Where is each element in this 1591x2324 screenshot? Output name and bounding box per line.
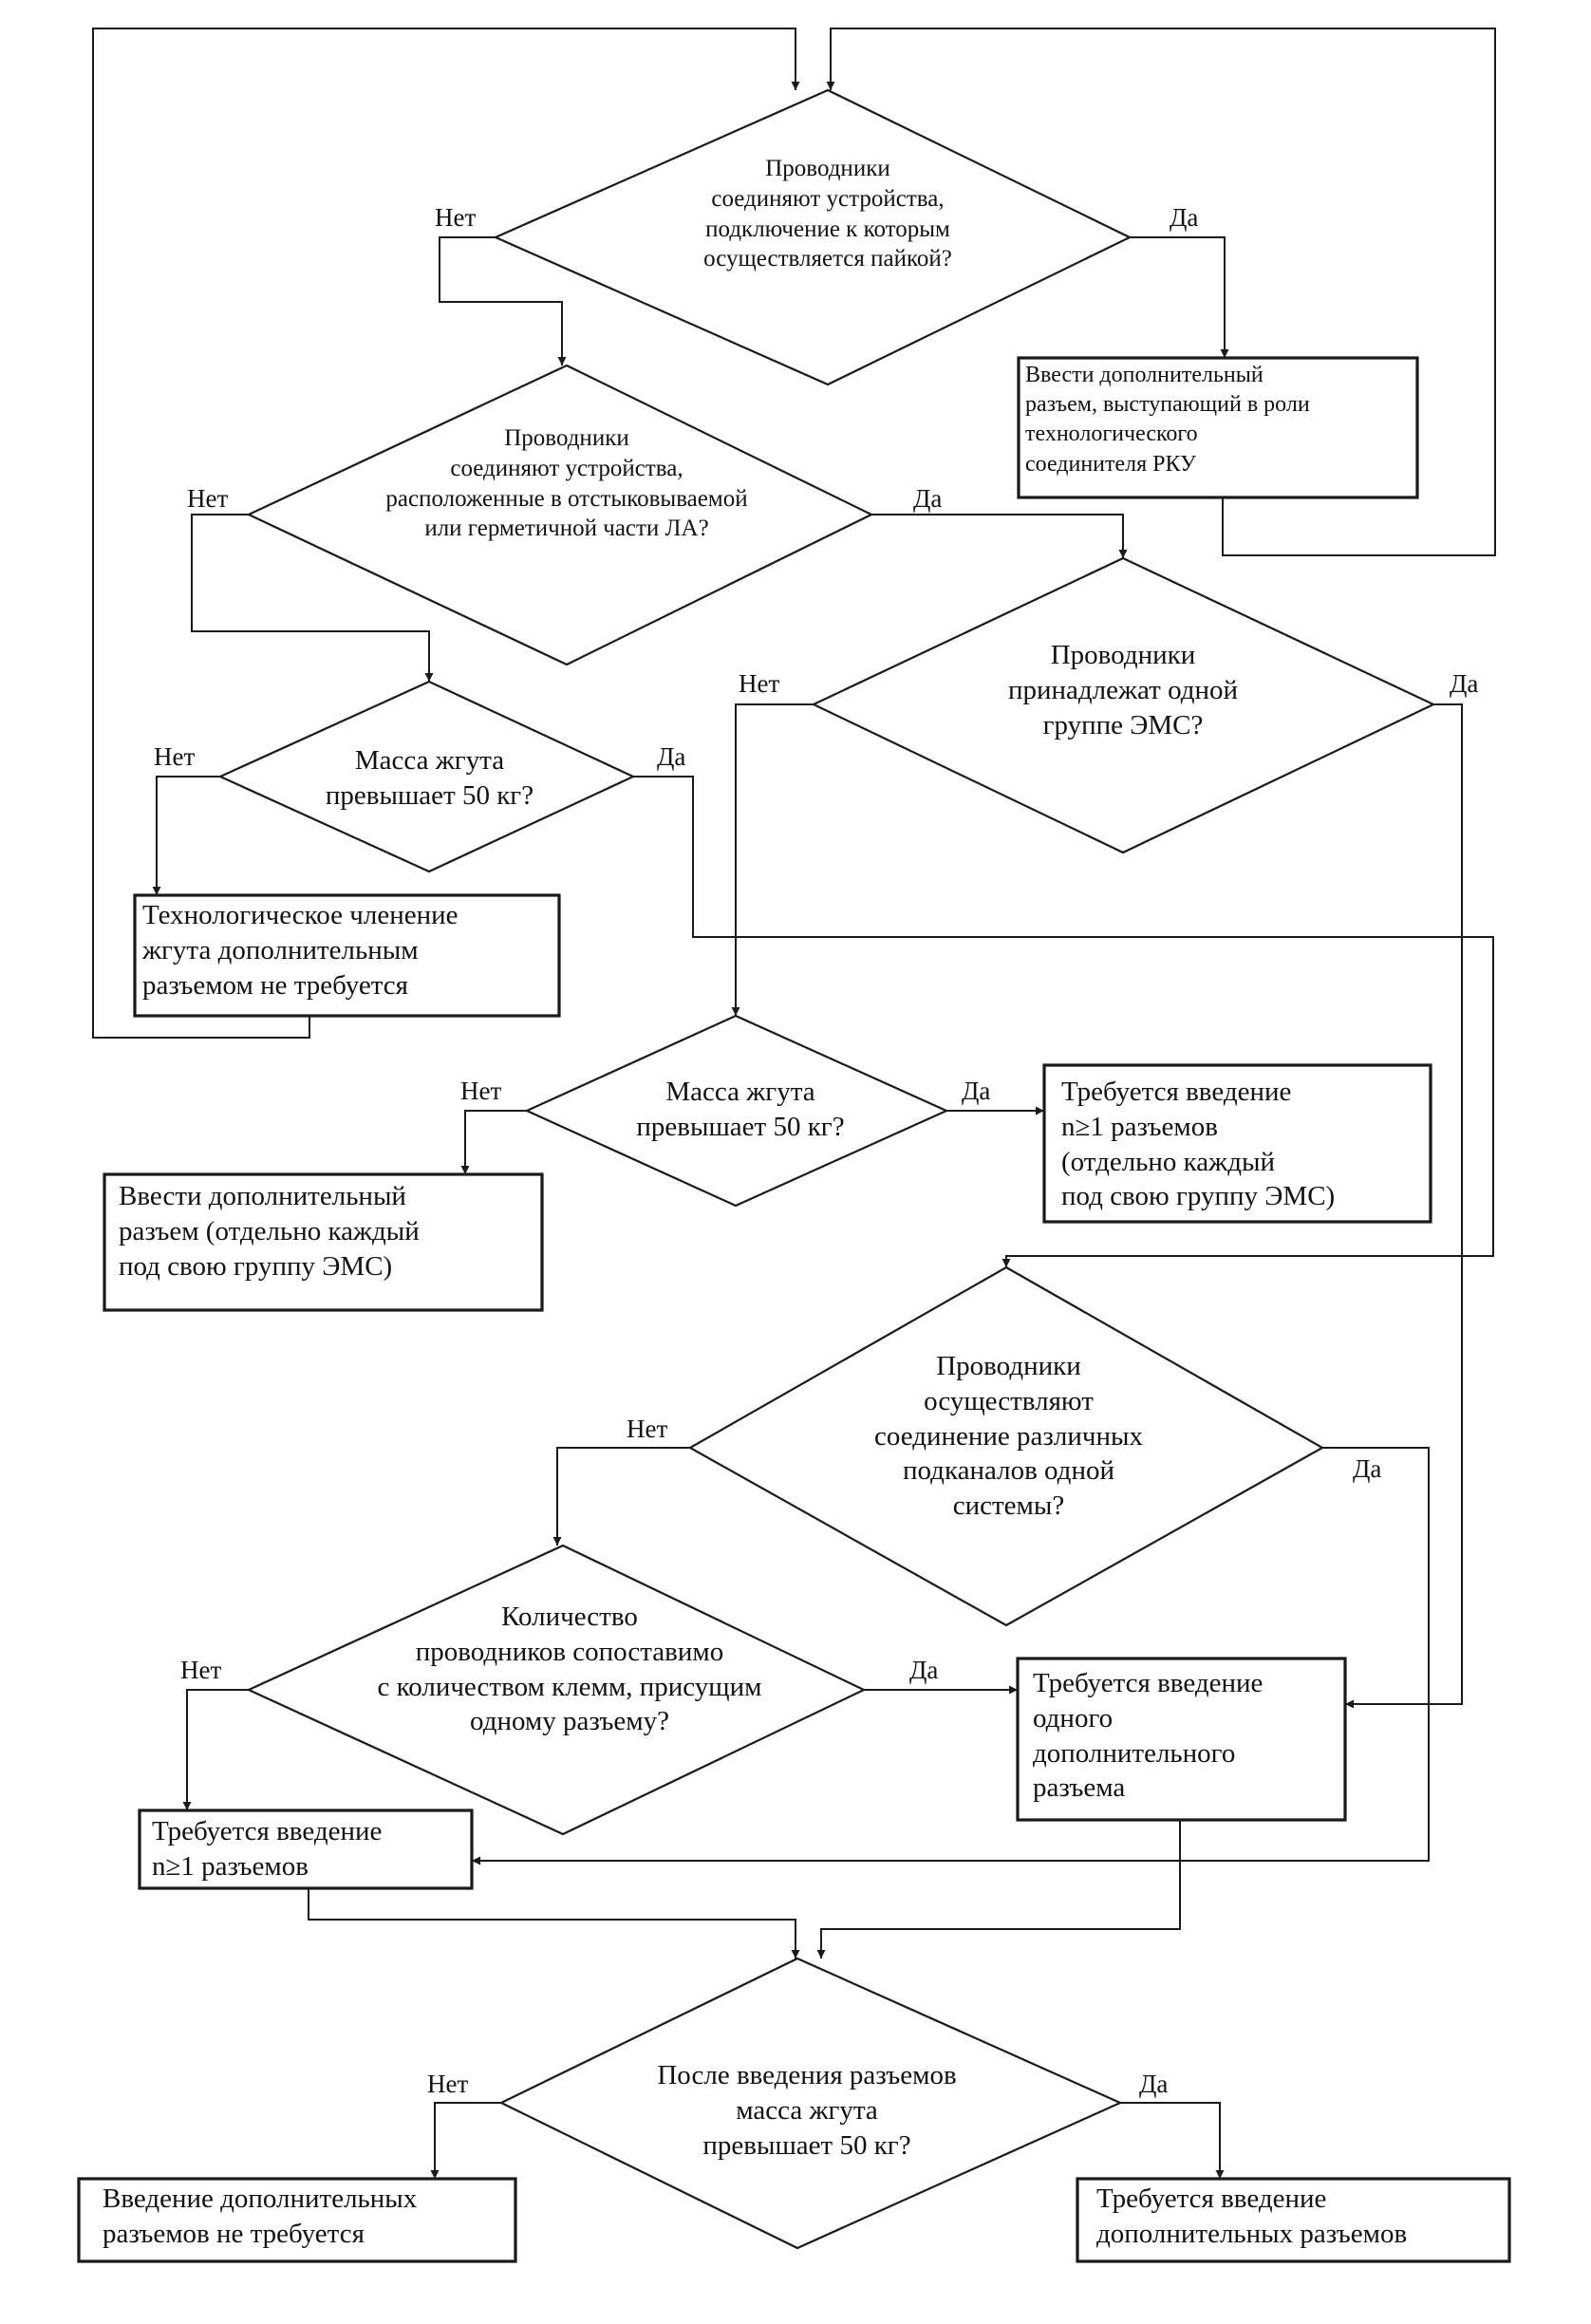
decision-1-text: Проводники соединяют устройства, подключ…: [703, 156, 952, 272]
process-box-1: [1017, 356, 1419, 499]
decision-diamond-1: [493, 88, 1132, 386]
decision-5-text: Масса жгута превышает 50 кг?: [636, 1077, 845, 1142]
decision-diamond-7: [246, 1544, 867, 1836]
connector-d6-yes: [472, 1447, 1430, 1865]
d7-no-label: Нет: [180, 1656, 222, 1684]
connector-p6-to-d8: [308, 1888, 800, 1959]
connector-d1-no: [439, 236, 567, 365]
d8-no-label: Нет: [427, 2070, 469, 2098]
decision-diamond-5: [524, 1014, 949, 1208]
process-box-5: [1016, 1657, 1347, 1822]
decision-4-text: Проводники принадлежат одной группе ЭМС?: [1007, 640, 1239, 740]
connector-d8-no: [430, 2102, 501, 2179]
d2-yes-label: Да: [913, 484, 943, 513]
decision-diamond-4: [811, 556, 1436, 854]
process-6-text: Требуется введение n≥1 разъемов: [152, 1816, 383, 1882]
d1-yes-label: Да: [1170, 203, 1199, 232]
process-box-3: [1042, 1063, 1432, 1224]
process-4-text: Ввести дополнительный разъем (отдельно к…: [119, 1181, 420, 1282]
process-box-4: [103, 1172, 544, 1312]
process-box-6: [138, 1809, 474, 1890]
process-5-text: Требуется введение одного дополнительног…: [1033, 1668, 1263, 1804]
d6-no-label: Нет: [627, 1415, 668, 1443]
process-7-text: Введение дополнительных разъемов не треб…: [103, 2183, 418, 2249]
decision-6-text: Проводники осуществляют соединение разли…: [874, 1351, 1143, 1522]
connector-p1-loop: [826, 28, 1496, 556]
connector-d5-no: [460, 1110, 527, 1174]
connector-d6-no: [552, 1447, 690, 1546]
decision-diamond-2: [246, 364, 874, 666]
decision-diamond-6: [687, 1265, 1325, 1627]
decision-diamond-8: [498, 1957, 1123, 2250]
connector-d4-no: [731, 703, 814, 1016]
process-3-text: Требуется введение n≥1 разъемов (отдельн…: [1061, 1077, 1336, 1212]
connector-d7-no: [182, 1689, 249, 1810]
connector-d4-yes: [1345, 703, 1463, 1709]
connector-p5-to-d8: [816, 1820, 1181, 1959]
d1-no-label: Нет: [435, 203, 477, 232]
connector-d3-yes: [633, 776, 1494, 1267]
decision-7-text: Количество проводников сопоставимо с кол…: [377, 1602, 762, 1737]
connector-d8-yes: [1120, 2102, 1225, 2179]
process-box-2: [133, 893, 561, 1018]
connector-d2-no: [191, 514, 434, 682]
connector-d2-yes: [871, 514, 1128, 558]
connector-p2-loop: [92, 28, 800, 1039]
connector-d3-no: [152, 776, 220, 895]
decision-diamond-3: [217, 680, 636, 873]
d3-no-label: Нет: [154, 742, 196, 771]
decision-2-text: Проводники соединяют устройства, располо…: [385, 425, 748, 542]
process-8-text: Требуется введение дополнительных разъем…: [1096, 2183, 1408, 2249]
d6-yes-label: Да: [1353, 1454, 1382, 1483]
d2-no-label: Нет: [187, 484, 229, 513]
decision-8-text: После введения разъемов масса жгута прев…: [657, 2060, 957, 2161]
d5-no-label: Нет: [460, 1077, 502, 1105]
d3-yes-label: Да: [657, 742, 686, 771]
process-box-8: [1076, 2177, 1511, 2263]
d8-yes-label: Да: [1139, 2070, 1169, 2098]
connector-d1-yes: [1130, 236, 1229, 358]
decision-3-text: Масса жгута превышает 50 кг?: [325, 745, 534, 811]
process-1-text: Ввести дополнительный разъем, выступающи…: [1025, 363, 1310, 477]
d5-yes-label: Да: [962, 1077, 991, 1105]
d4-yes-label: Да: [1450, 669, 1479, 698]
process-box-7: [77, 2177, 517, 2263]
d4-no-label: Нет: [739, 669, 780, 698]
d7-yes-label: Да: [909, 1656, 939, 1684]
process-2-text: Технологическое членение жгута дополните…: [142, 900, 459, 1001]
